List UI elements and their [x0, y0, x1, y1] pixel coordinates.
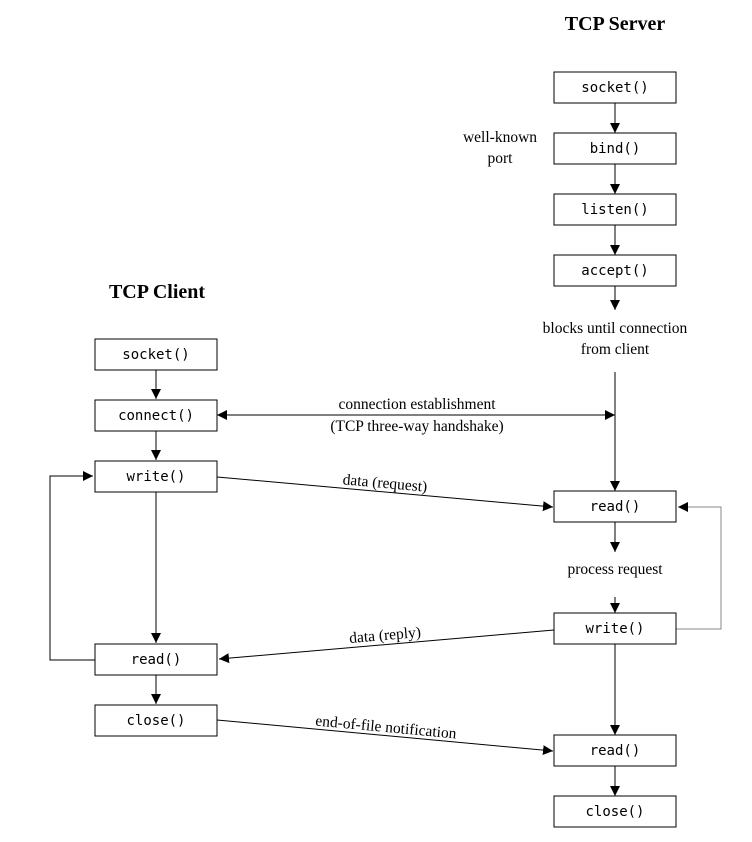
- eof-label: end-of-file notification: [315, 712, 458, 742]
- well-known-port-label-line2: port: [488, 150, 514, 167]
- server-close-label: close(): [585, 804, 644, 820]
- client-write-box: write(): [94, 460, 218, 493]
- server-listen-box: listen(): [553, 193, 677, 226]
- server-accept-box: accept(): [553, 254, 677, 287]
- server-bind-box: bind(): [553, 132, 677, 165]
- handshake-label-line2: (TCP three-way handshake): [330, 418, 503, 435]
- server-accept-label: accept(): [581, 263, 648, 279]
- server-title: TCP Server: [565, 13, 666, 35]
- client-close-label: close(): [126, 713, 185, 729]
- handshake-label-line1: connection establishment: [338, 396, 496, 413]
- client-loop-line: [49, 471, 95, 661]
- server-write-label: write(): [585, 621, 644, 637]
- eof-arrow: [216, 719, 554, 756]
- client-connect-label: connect(): [118, 408, 194, 424]
- reply-label: data (reply): [349, 624, 422, 647]
- server-listen-label: listen(): [581, 202, 648, 218]
- server-read-box: read(): [553, 490, 677, 523]
- client-socket-label: socket(): [122, 347, 189, 363]
- server-bind-label: bind(): [590, 141, 641, 157]
- client-read-box: read(): [94, 643, 218, 676]
- server-socket-box: socket(): [553, 71, 677, 104]
- well-known-port-label-line1: well-known: [463, 129, 537, 146]
- server-write-box: write(): [553, 612, 677, 645]
- client-title: TCP Client: [109, 281, 205, 303]
- server-read-eof-label: read(): [590, 743, 641, 759]
- client-connect-box: connect(): [94, 399, 218, 432]
- client-read-label: read(): [131, 652, 182, 668]
- client-write-label: write(): [126, 469, 185, 485]
- blocks-label-line2: from client: [581, 341, 650, 358]
- request-arrow: [216, 476, 554, 512]
- blocks-label-line1: blocks until connection: [543, 320, 688, 337]
- server-close-box: close(): [553, 795, 677, 828]
- reply-arrow: [218, 629, 555, 664]
- process-request-label: process request: [567, 561, 663, 578]
- client-close-box: close(): [94, 704, 218, 737]
- server-read-label: read(): [590, 499, 641, 515]
- server-loop-line: [676, 502, 722, 630]
- client-socket-box: socket(): [94, 338, 218, 371]
- server-socket-label: socket(): [581, 80, 648, 96]
- server-read-eof-box: read(): [553, 734, 677, 767]
